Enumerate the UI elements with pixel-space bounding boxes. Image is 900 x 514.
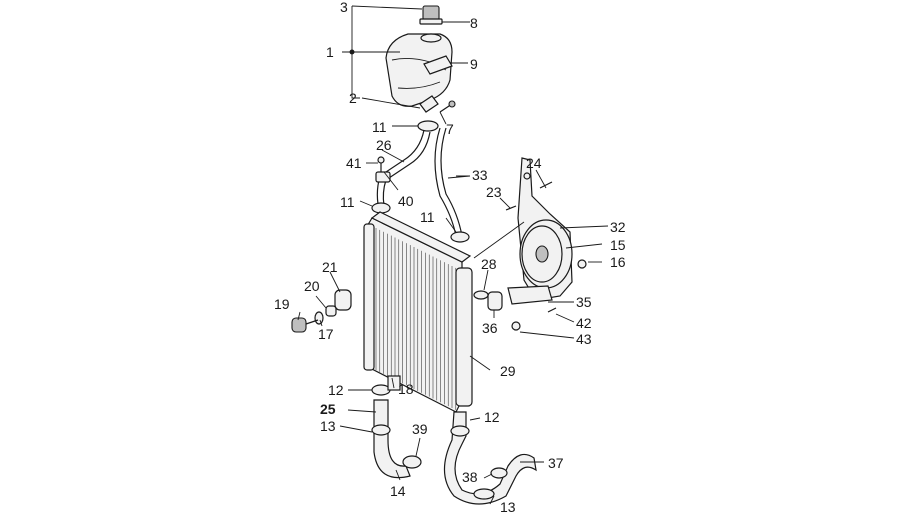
callout-17: 17 bbox=[318, 326, 334, 342]
callout-7: 7 bbox=[446, 121, 454, 137]
callout-8: 8 bbox=[470, 15, 478, 31]
callout-36: 36 bbox=[482, 320, 498, 336]
tank-bracket bbox=[419, 55, 453, 113]
callout-40: 40 bbox=[398, 193, 414, 209]
mount-bolt bbox=[291, 317, 319, 333]
callout-25: 25 bbox=[320, 401, 336, 417]
fan-nut bbox=[511, 259, 587, 331]
callout-9: 9 bbox=[470, 56, 478, 72]
callout-20: 20 bbox=[304, 278, 320, 294]
callout-1: 1 bbox=[326, 44, 334, 60]
callout-21: 21 bbox=[322, 259, 338, 275]
callout-37: 37 bbox=[548, 455, 564, 471]
radiator bbox=[363, 211, 473, 413]
hose-clamp bbox=[402, 455, 422, 469]
radiator-screw bbox=[377, 156, 385, 164]
lower-right-hose bbox=[443, 411, 537, 505]
mount-rubber bbox=[334, 289, 352, 311]
callout-39: 39 bbox=[412, 421, 428, 437]
callout-19: 19 bbox=[274, 296, 290, 312]
callout-18: 18 bbox=[398, 381, 414, 397]
callout-24: 24 bbox=[526, 155, 542, 171]
callout-13-bottom: 13 bbox=[500, 499, 516, 514]
callout-14: 14 bbox=[390, 483, 406, 499]
callouts: 1 2 3 7 8 9 11 11 11 12 12 13 13 14 15 1… bbox=[274, 0, 626, 514]
expansion-tank bbox=[385, 33, 453, 107]
leader-lines bbox=[297, 5, 609, 505]
callout-41: 41 bbox=[346, 155, 362, 171]
callout-28: 28 bbox=[481, 256, 497, 272]
drain-cap bbox=[473, 290, 503, 311]
callout-38: 38 bbox=[462, 469, 478, 485]
callout-29: 29 bbox=[500, 363, 516, 379]
tank-screw bbox=[439, 100, 456, 113]
lower-left-hose bbox=[371, 375, 411, 479]
callout-33: 33 bbox=[472, 167, 488, 183]
callout-3: 3 bbox=[340, 0, 348, 15]
callout-2: 2 bbox=[349, 90, 357, 106]
overflow-hose bbox=[376, 129, 431, 207]
fan-screw bbox=[505, 181, 557, 313]
callout-35: 35 bbox=[576, 294, 592, 310]
callout-26: 26 bbox=[376, 137, 392, 153]
callout-43: 43 bbox=[576, 331, 592, 347]
callout-11-left: 11 bbox=[340, 194, 355, 210]
mount-washer bbox=[314, 311, 324, 325]
fan-shroud bbox=[519, 219, 573, 289]
callout-11-mid: 11 bbox=[420, 209, 435, 225]
tank-cap bbox=[419, 5, 443, 25]
callout-23: 23 bbox=[486, 184, 502, 200]
callout-12-left: 12 bbox=[328, 382, 344, 398]
coolant-hose bbox=[434, 127, 463, 237]
support-plate bbox=[507, 285, 553, 305]
callout-12-right: 12 bbox=[484, 409, 500, 425]
callout-13-left: 13 bbox=[320, 418, 336, 434]
cap-gasket bbox=[420, 33, 442, 43]
callout-42: 42 bbox=[576, 315, 592, 331]
callout-11-top: 11 bbox=[372, 119, 387, 135]
mount-bushing bbox=[325, 305, 337, 317]
callout-16: 16 bbox=[610, 254, 626, 270]
callout-15: 15 bbox=[610, 237, 626, 253]
fitting bbox=[375, 161, 391, 183]
callout-32: 32 bbox=[610, 219, 626, 235]
